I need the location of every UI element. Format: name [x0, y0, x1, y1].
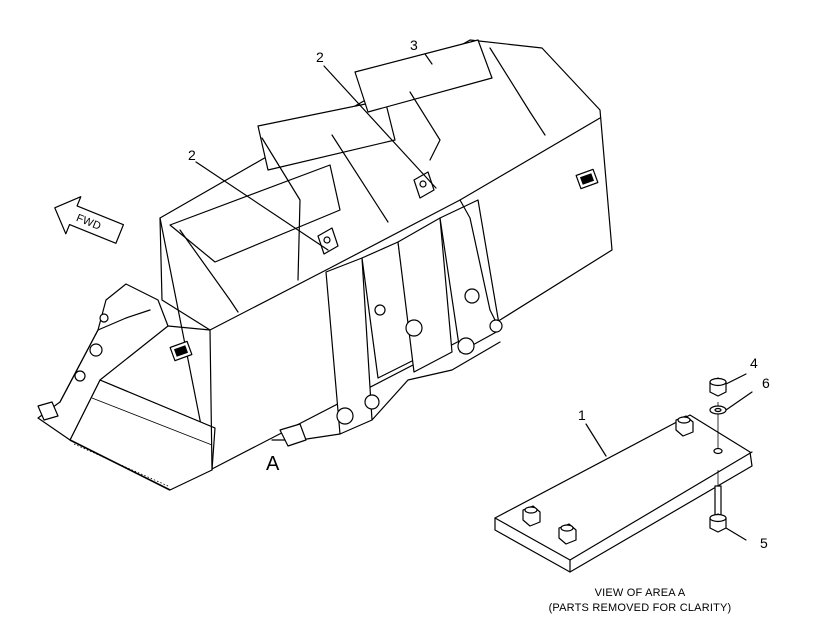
plate-seam-1 [99, 379, 216, 429]
rib-5 [489, 47, 546, 136]
hinge-boss-4 [457, 337, 475, 355]
skid-plate [494, 414, 753, 573]
hinge-boss-7 [374, 304, 386, 316]
callout-6: 6 [762, 375, 770, 391]
leader-4 [725, 373, 747, 385]
hinge-boss-2 [364, 394, 380, 410]
area-a-detail [494, 377, 753, 573]
rib-3 [331, 134, 389, 223]
side-plate-boss-2 [74, 370, 86, 382]
cutting-edge [69, 439, 171, 491]
plate-bolt-3 [675, 415, 694, 437]
plate-bolt-2 [558, 523, 577, 545]
spill-guard-panel-left [169, 164, 341, 263]
rib-4 [409, 91, 441, 161]
rib-1 [179, 229, 239, 313]
nut-part-4 [709, 377, 727, 397]
rib-2 [261, 137, 301, 281]
callout-2-lower: 2 [188, 147, 196, 163]
caption-line-2: (PARTS REMOVED FOR CLARITY) [549, 602, 732, 614]
mounting-brackets [271, 199, 501, 447]
leader-lines [195, 53, 753, 541]
hinge-boss-1 [336, 407, 354, 425]
hinge-boss-3 [405, 319, 423, 337]
spill-guard-panel-right [354, 39, 493, 113]
lifting-lug-center [317, 227, 339, 255]
cat-logo-icon [575, 168, 599, 190]
plate-bolt-hole [713, 447, 723, 455]
leader-2a [323, 65, 437, 189]
bolt-part-5 [709, 485, 727, 533]
forward-arrow-icon: FWD [54, 196, 125, 244]
front-edge-line [167, 325, 213, 471]
callout-5: 5 [760, 535, 768, 551]
callout-2-upper: 2 [316, 49, 324, 65]
hinge-boss-6 [489, 319, 503, 333]
callout-3: 3 [410, 37, 418, 53]
side-plate-gusset [59, 309, 151, 403]
washer-part-6 [709, 405, 727, 415]
leader-3 [424, 53, 433, 65]
area-a-marker: A [266, 453, 280, 475]
callout-4: 4 [750, 355, 758, 371]
caption-line-1: VIEW OF AREA A [595, 587, 686, 599]
bucket-upper-rim [159, 117, 601, 331]
bucket-assembly [37, 39, 613, 491]
cat-logo-icon [169, 340, 193, 362]
leader-5 [725, 527, 747, 541]
callout-1: 1 [578, 407, 586, 423]
plate-seam-2 [91, 397, 213, 446]
hinge-boss-5 [464, 288, 480, 304]
leader-1 [585, 423, 607, 457]
leader-2b [195, 161, 329, 251]
side-plate-boss-3 [99, 313, 109, 323]
side-plate-boss-1 [89, 343, 103, 357]
corner-bracket [37, 401, 59, 421]
plate-bolt-1 [522, 505, 541, 527]
spill-guard-panel-center [257, 99, 396, 171]
leader-6 [725, 391, 753, 411]
